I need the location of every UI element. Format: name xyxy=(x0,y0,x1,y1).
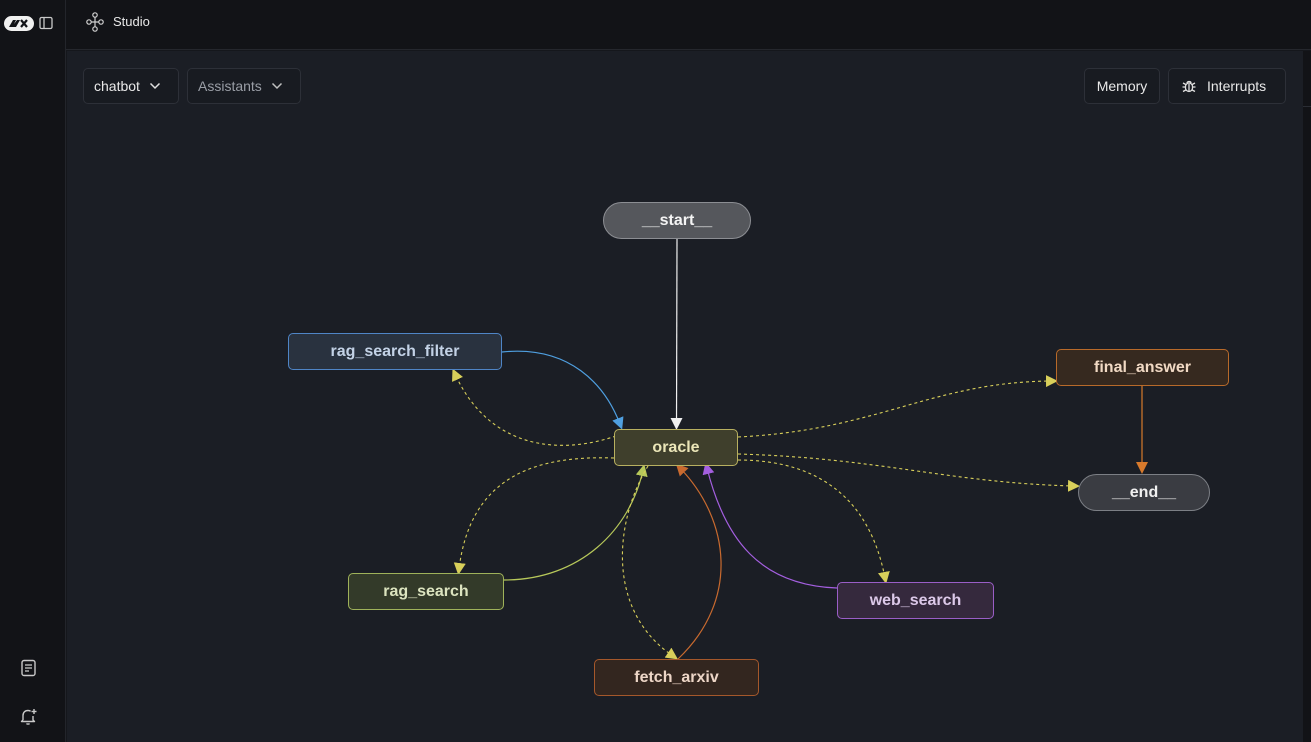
top-bar: Studio xyxy=(66,0,1311,50)
node-label: web_search xyxy=(869,591,962,609)
node-fetch-arxiv[interactable]: fetch_arxiv xyxy=(594,659,759,696)
node-oracle[interactable]: oracle xyxy=(614,429,738,466)
document-icon[interactable] xyxy=(20,659,37,682)
langchain-logo-icon[interactable] xyxy=(4,16,34,31)
graph-select-value: chatbot xyxy=(94,78,140,94)
node-label: oracle xyxy=(652,438,700,456)
right-panel-edge xyxy=(1303,51,1311,742)
assistants-select[interactable]: Assistants xyxy=(187,68,301,104)
node-web-search[interactable]: web_search xyxy=(837,582,994,619)
node-label: __start__ xyxy=(641,211,713,229)
assistants-select-value: Assistants xyxy=(198,78,262,94)
graph-nodes-icon xyxy=(86,12,104,37)
memory-button-label: Memory xyxy=(1096,78,1148,94)
node-final-answer[interactable]: final_answer xyxy=(1056,349,1229,386)
edge-oracle-end xyxy=(737,453,1080,492)
node-label: rag_search xyxy=(383,582,469,600)
bell-plus-icon[interactable] xyxy=(19,707,38,731)
node-end[interactable]: __end__ xyxy=(1078,474,1210,511)
node-rag-search[interactable]: rag_search xyxy=(348,573,504,610)
node-label: fetch_arxiv xyxy=(634,668,719,686)
left-rail xyxy=(0,0,66,742)
edge-web-search-oracle xyxy=(702,462,838,589)
edge-rag-search-oracle xyxy=(503,464,648,581)
interrupts-button-label: Interrupts xyxy=(1207,78,1267,94)
page-title: Studio xyxy=(113,14,150,29)
edge-oracle-web-search xyxy=(737,459,890,584)
memory-button[interactable]: Memory xyxy=(1084,68,1160,104)
edge-oracle-rag-search xyxy=(453,457,615,575)
node-label: rag_search_filter xyxy=(330,342,460,360)
chevron-down-icon xyxy=(271,82,283,90)
node-start[interactable]: __start__ xyxy=(603,202,751,239)
graph-select[interactable]: chatbot xyxy=(83,68,179,104)
edge-oracle-fetch-arxiv xyxy=(621,465,678,660)
edge-fetch-arxiv-oracle xyxy=(675,463,722,660)
bug-icon xyxy=(1181,78,1197,94)
interrupts-button[interactable]: Interrupts xyxy=(1168,68,1286,104)
node-label: final_answer xyxy=(1094,358,1191,376)
chevron-down-icon xyxy=(149,82,161,90)
graph-canvas[interactable] xyxy=(67,51,1303,742)
node-label: __end__ xyxy=(1111,483,1177,501)
node-rag-search-filter[interactable]: rag_search_filter xyxy=(288,333,502,370)
edge-rag-search-filter-oracle xyxy=(501,350,624,430)
edge-oracle-rag-search-filter xyxy=(452,368,617,446)
edge-oracle-final-answer xyxy=(737,375,1058,438)
edge-start-oracle xyxy=(670,238,683,430)
sidebar-toggle-icon[interactable] xyxy=(39,16,53,35)
